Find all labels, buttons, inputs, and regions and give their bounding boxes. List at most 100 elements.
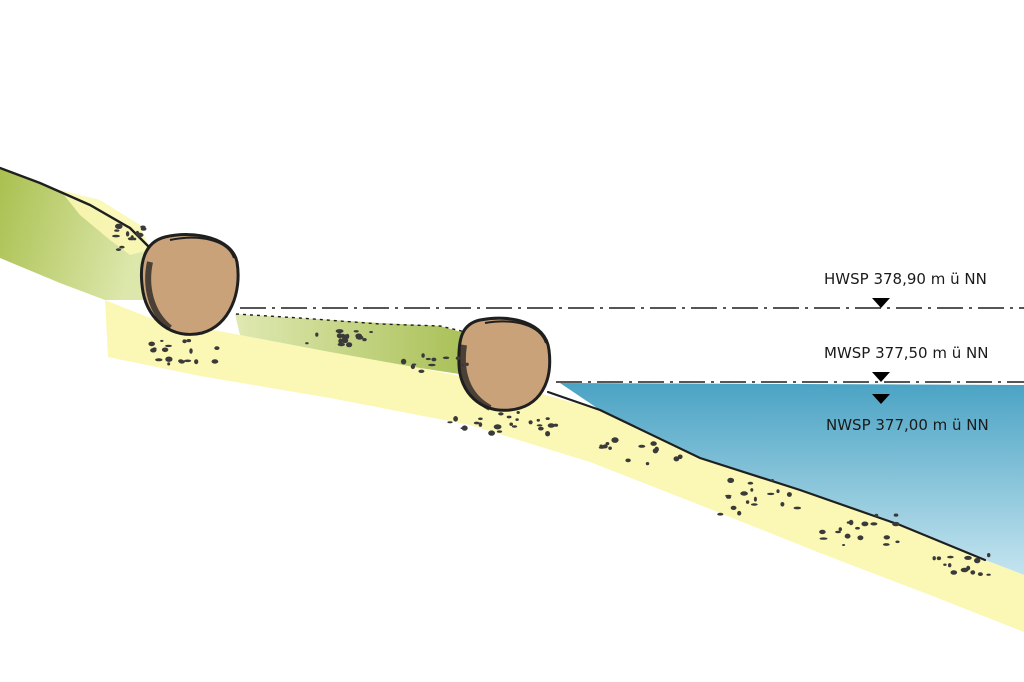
gravel-stone bbox=[545, 431, 551, 437]
gravel-stone bbox=[932, 556, 936, 561]
gravel-stone bbox=[608, 446, 612, 450]
terrace-surface-line bbox=[235, 313, 471, 334]
gravel-stone bbox=[425, 357, 431, 361]
gravel-stone bbox=[418, 369, 425, 373]
gravel-stone bbox=[337, 342, 345, 347]
gravel-stone bbox=[112, 234, 120, 238]
gravel-stone bbox=[125, 231, 130, 237]
gravel-stone bbox=[178, 360, 185, 364]
gravel-stone bbox=[883, 535, 890, 540]
gravel-stone bbox=[461, 425, 468, 431]
gravel-stone bbox=[305, 342, 309, 345]
gravel-stone bbox=[528, 420, 533, 425]
gravel-stone bbox=[747, 481, 754, 485]
gravel-stone bbox=[855, 526, 860, 530]
gravel-stone bbox=[870, 522, 878, 526]
gravel-stone bbox=[341, 337, 349, 344]
gravel-stone bbox=[455, 356, 461, 361]
mwsp-label: MWSP 377,50 m ü NN bbox=[824, 344, 989, 362]
gravel-stone bbox=[547, 423, 555, 428]
gravel-stone bbox=[346, 342, 353, 348]
gravel-stone bbox=[167, 362, 171, 366]
gravel-stone bbox=[753, 496, 757, 502]
gravel-stone bbox=[355, 333, 363, 339]
gravel-stone bbox=[842, 544, 846, 546]
gravel-stone bbox=[986, 573, 991, 576]
gravel-stone bbox=[182, 339, 187, 344]
gravel-stone bbox=[727, 477, 735, 483]
gravel-stone bbox=[155, 358, 163, 362]
gravel-stone bbox=[599, 444, 603, 448]
gravel-stone bbox=[136, 232, 144, 238]
gravel-stone bbox=[538, 426, 544, 431]
gravel-stone bbox=[165, 344, 172, 348]
gravel-stone bbox=[974, 557, 981, 564]
gravel-stone bbox=[478, 417, 483, 421]
gravel-stone bbox=[846, 521, 851, 524]
gravel-stone bbox=[336, 333, 343, 339]
gravel-stone bbox=[943, 563, 947, 566]
gravel-stone bbox=[341, 334, 349, 340]
gravel-stone bbox=[473, 421, 480, 425]
gravel-stone bbox=[750, 488, 754, 492]
gravel-stone bbox=[498, 412, 504, 416]
gravel-stone bbox=[335, 329, 344, 334]
mwsp-marker-icon bbox=[872, 372, 890, 382]
gravel-stone bbox=[148, 341, 155, 347]
gravel-stone bbox=[605, 442, 610, 446]
gravel-stone bbox=[611, 437, 619, 443]
gravel-stone bbox=[652, 448, 659, 454]
gravel-stone bbox=[161, 347, 169, 353]
gravel-stone bbox=[950, 570, 958, 575]
gravel-stone bbox=[488, 430, 495, 436]
gravel-stone bbox=[189, 348, 193, 354]
upper-boulder bbox=[139, 233, 240, 336]
gravel-stone bbox=[960, 567, 969, 573]
gravel-stone bbox=[431, 357, 437, 362]
gravel-stone bbox=[160, 339, 164, 342]
gravel-stone bbox=[874, 513, 879, 518]
gravel-stone bbox=[114, 229, 120, 232]
gravel-stone bbox=[730, 505, 737, 510]
gravel-stone bbox=[724, 494, 732, 497]
gravel-stone bbox=[625, 458, 631, 463]
gravel-stone bbox=[315, 332, 319, 337]
gravel-stone bbox=[964, 555, 972, 560]
gravel-stone bbox=[140, 227, 147, 231]
gravel-stone bbox=[882, 543, 890, 546]
lower-bank-line bbox=[546, 390, 987, 562]
gravel-stone bbox=[115, 248, 122, 252]
gravel-stone bbox=[152, 347, 157, 351]
gravel-stone bbox=[536, 424, 543, 427]
gravel-stone bbox=[453, 416, 458, 422]
gravel-stone bbox=[369, 331, 373, 333]
gravel-stone bbox=[970, 570, 976, 575]
gravel-stone bbox=[214, 346, 220, 350]
gravel-stone bbox=[545, 417, 550, 420]
gravel-stone bbox=[819, 529, 826, 535]
gravel-stone bbox=[447, 421, 453, 424]
gravel-stone bbox=[892, 521, 900, 527]
gravel-stone bbox=[786, 492, 792, 497]
water-body bbox=[560, 383, 1024, 575]
gravel-stone bbox=[496, 430, 503, 433]
gravel-stone bbox=[857, 535, 864, 541]
lower-boulder bbox=[457, 316, 552, 412]
gravel-stone bbox=[465, 362, 469, 366]
gravel-stone bbox=[410, 364, 415, 370]
gravel-stone bbox=[893, 513, 899, 517]
gravel-stone bbox=[553, 423, 559, 427]
nwsp-marker-icon bbox=[872, 394, 890, 404]
gravel-stone bbox=[493, 424, 502, 430]
gravel-stone bbox=[186, 339, 192, 343]
gravel-stone bbox=[442, 356, 450, 360]
gravel-stone bbox=[478, 422, 483, 427]
gravel-stone bbox=[536, 418, 540, 422]
gravel-stone bbox=[516, 411, 520, 414]
gravel-stone bbox=[119, 245, 125, 249]
gravel-stone bbox=[848, 519, 854, 526]
gravel-stone bbox=[838, 527, 842, 532]
gravel-stone bbox=[770, 479, 774, 482]
hwsp-label: HWSP 378,90 m ü NN bbox=[824, 270, 987, 288]
upper-vegetation bbox=[0, 168, 150, 300]
